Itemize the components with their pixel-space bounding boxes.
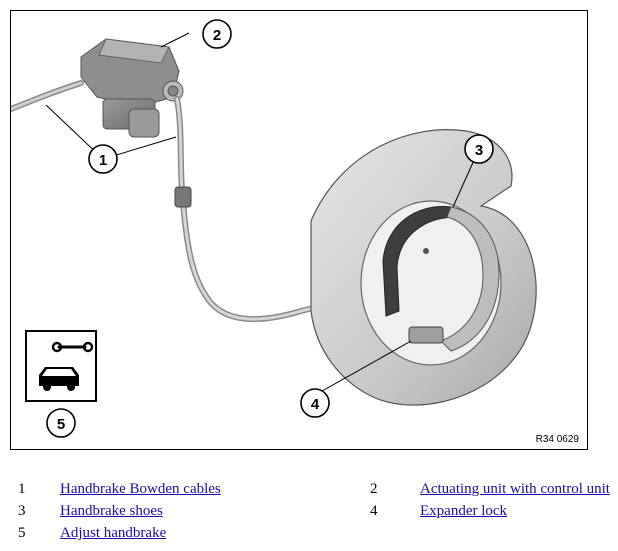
- figure-code: R34 0629: [535, 434, 579, 445]
- legend-number: 4: [370, 503, 378, 519]
- callout-4-label: 4: [311, 396, 320, 413]
- actuating-unit: [80, 38, 184, 138]
- service-symbol: [25, 330, 97, 402]
- legend-number: 3: [18, 503, 26, 519]
- callout-5-label: 5: [57, 416, 65, 433]
- exploded-diagram: 2 1 3 4: [10, 10, 588, 450]
- callout-3: 3: [464, 134, 494, 164]
- callout-2: 2: [202, 19, 232, 49]
- link-actuating-unit[interactable]: Actuating unit with control unit: [420, 481, 610, 497]
- link-adjust-handbrake[interactable]: Adjust handbrake: [60, 525, 167, 541]
- callout-5: 5: [46, 408, 76, 438]
- diagram-svg: 2 1 3 4: [11, 19, 537, 438]
- link-handbrake-shoes[interactable]: Handbrake shoes: [60, 503, 163, 519]
- wrench-icon: [51, 341, 94, 353]
- car-icon: [39, 367, 79, 391]
- callout-1: 1: [88, 144, 118, 174]
- legend-number: 5: [18, 525, 26, 541]
- legend-number: 2: [370, 481, 378, 497]
- link-handbrake-bowden-cables[interactable]: Handbrake Bowden cables: [60, 481, 221, 497]
- legend-number: 1: [18, 481, 26, 497]
- link-expander-lock[interactable]: Expander lock: [420, 503, 508, 519]
- callout-1-label: 1: [99, 152, 107, 169]
- callout-2-label: 2: [213, 27, 221, 44]
- callout-4: 4: [300, 388, 330, 418]
- callout-3-label: 3: [475, 142, 483, 159]
- backing-plate: [310, 129, 537, 406]
